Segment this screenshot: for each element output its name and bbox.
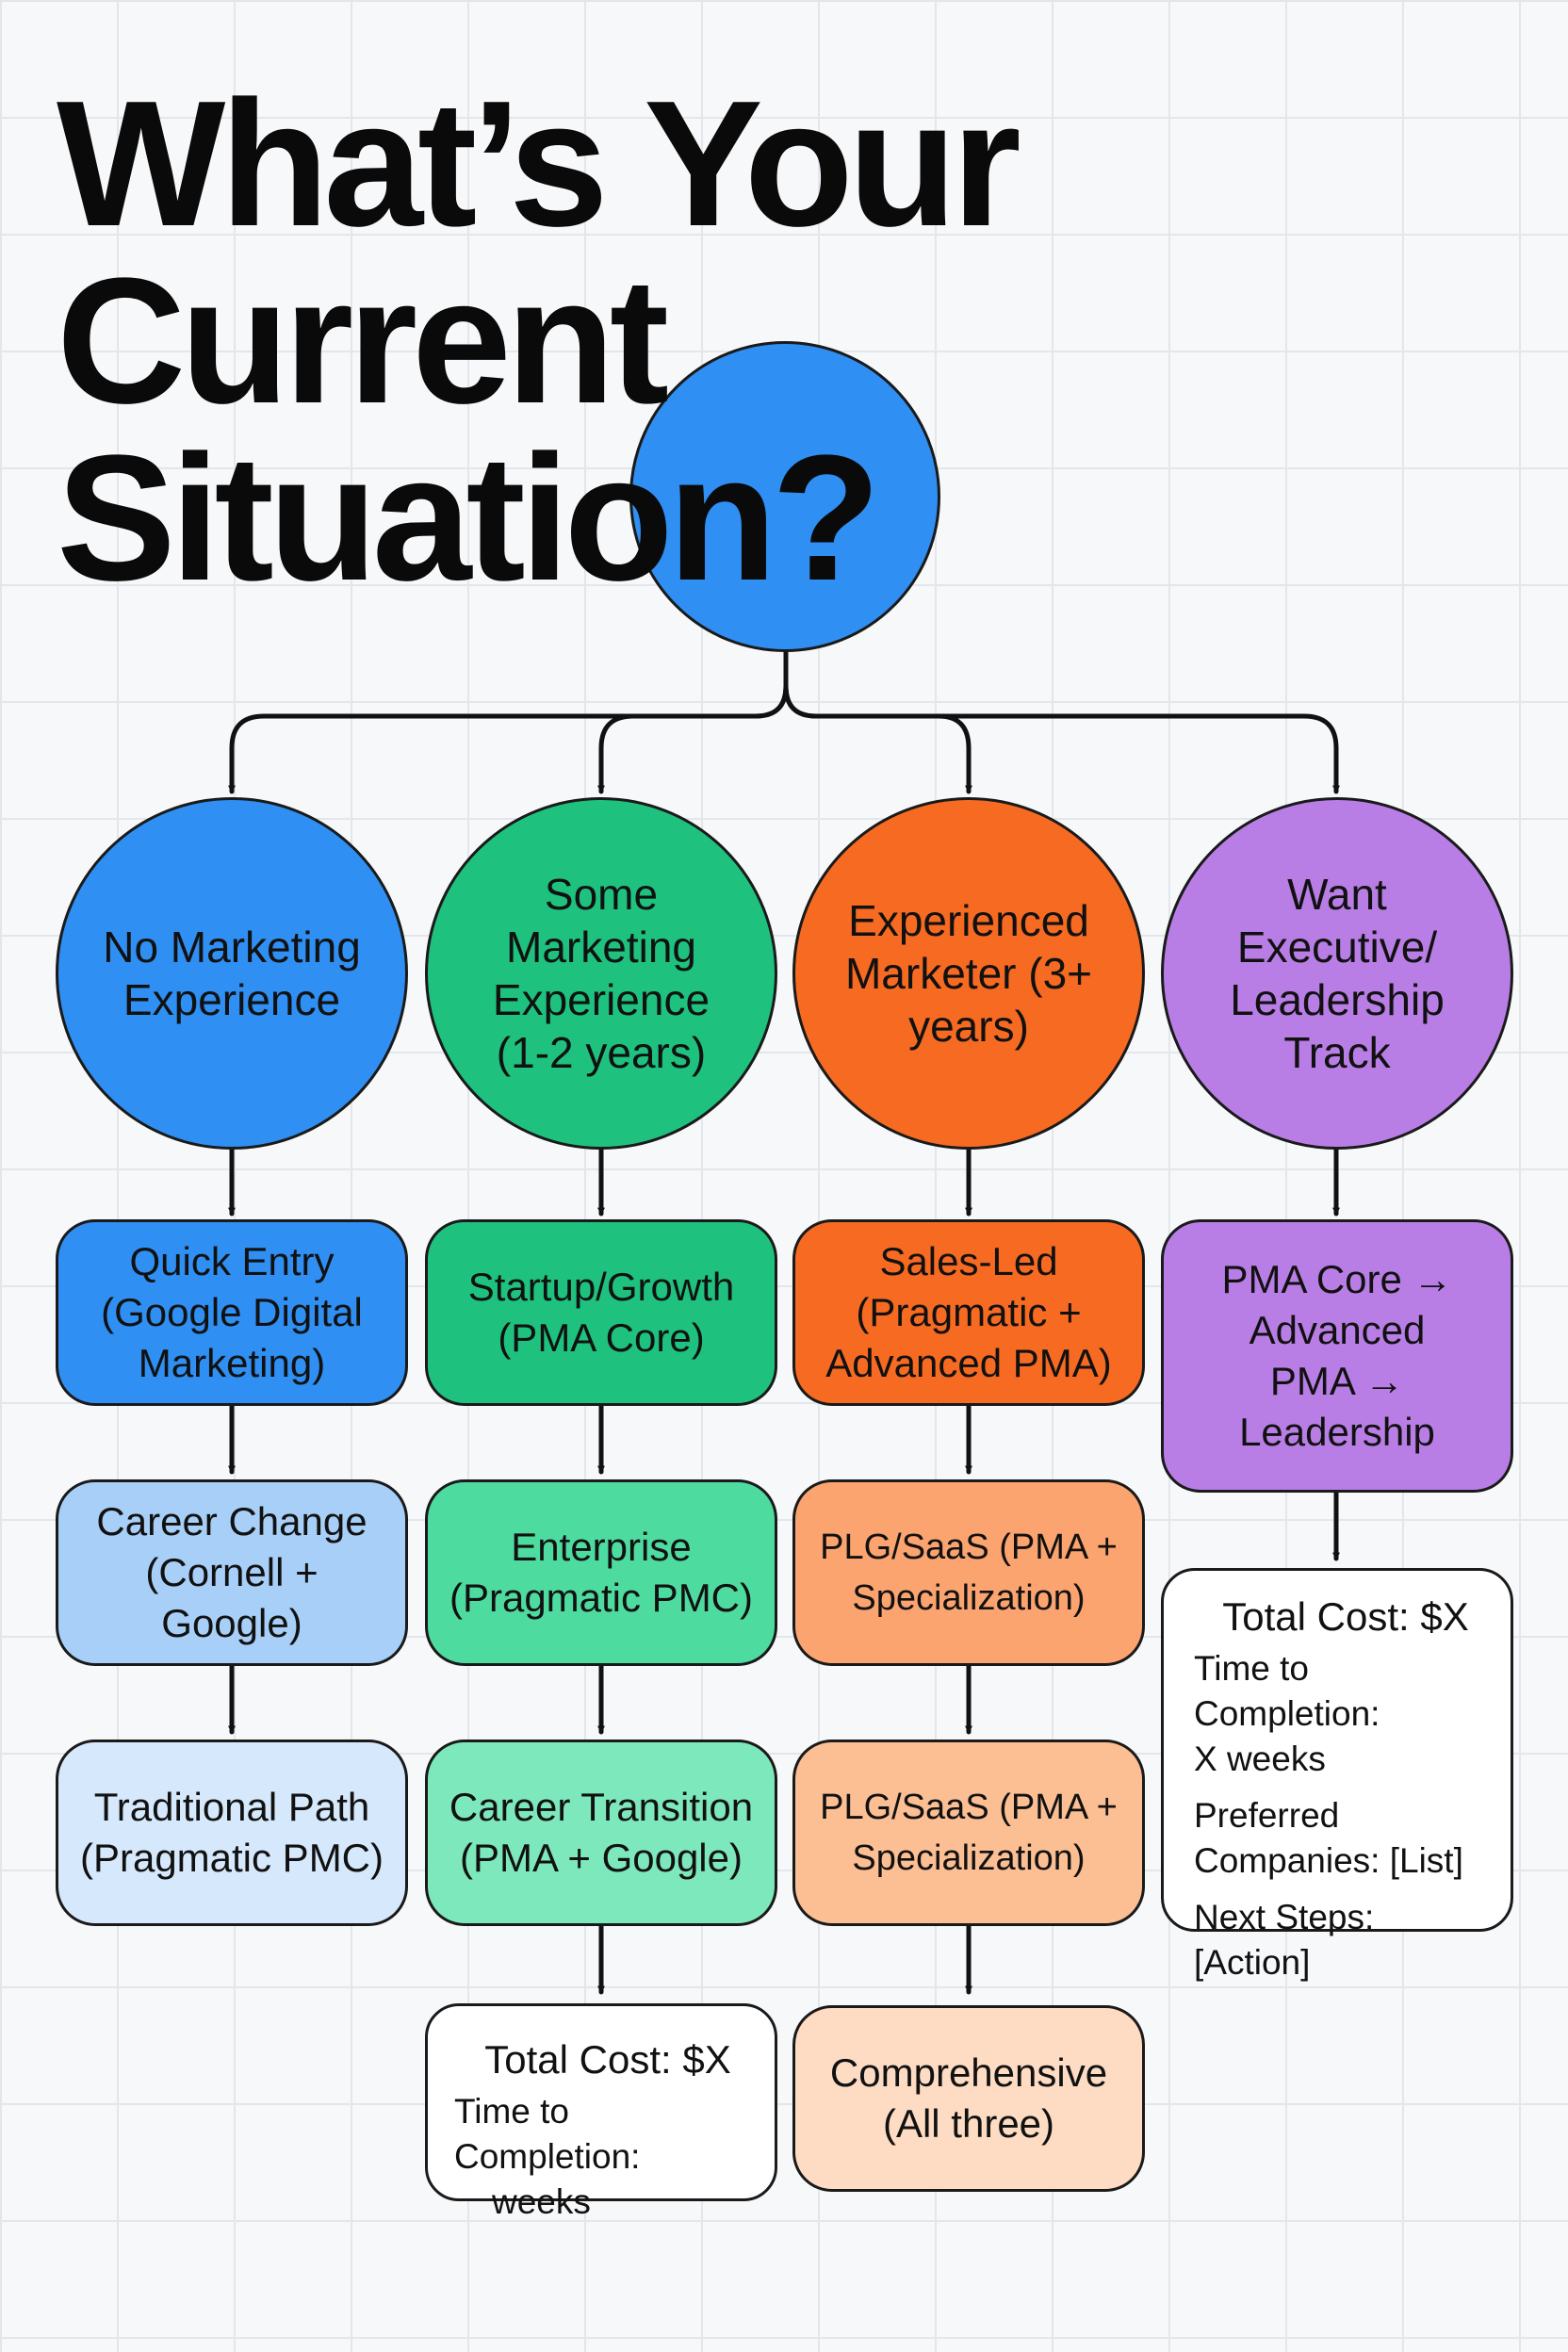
path-box-career-transition: Career Transition (PMA + Google) bbox=[425, 1740, 777, 1926]
branch-connector-4 bbox=[783, 683, 1340, 794]
branch-connector-3 bbox=[783, 683, 972, 794]
summary-title: Total Cost: $X bbox=[1222, 1594, 1469, 1639]
summary-title: Total Cost: $X bbox=[484, 2037, 731, 2082]
summary-line: X weeks bbox=[1194, 1740, 1326, 1778]
summary-line: Preferred bbox=[1194, 1796, 1340, 1835]
path-box-plg-saas-2: PLG/SaaS (PMA + Specialization) bbox=[792, 1740, 1145, 1926]
path-label: Career Transition (PMA + Google) bbox=[449, 1785, 754, 1880]
path-label: Enterprise (Pragmatic PMC) bbox=[449, 1525, 754, 1620]
circle-label: Want Executive/ Leadership Track bbox=[1230, 870, 1445, 1077]
summary-line: Time to Completion: bbox=[454, 2092, 641, 2176]
page-title: What’s Your Current Situation? bbox=[57, 64, 1021, 618]
circle-some-experience: Some Marketing Experience (1-2 years) bbox=[425, 797, 777, 1150]
path-label: Sales-Led (Pragmatic + Advanced PMA) bbox=[825, 1239, 1112, 1385]
branch-connector-2 bbox=[597, 683, 789, 794]
summary-line: Next Steps: [Action] bbox=[1194, 1898, 1375, 1982]
circle-executive-track: Want Executive/ Leadership Track bbox=[1161, 797, 1513, 1150]
path-box-traditional-path: Traditional Path (Pragmatic PMC) bbox=[56, 1740, 408, 1926]
path-box-enterprise: Enterprise (Pragmatic PMC) bbox=[425, 1479, 777, 1666]
circle-experienced-marketer: Experienced Marketer (3+ years) bbox=[792, 797, 1145, 1150]
branch-connector-1 bbox=[228, 683, 789, 794]
circle-label: Some Marketing Experience (1-2 years) bbox=[492, 870, 710, 1077]
path-label: Career Change (Cornell + Google) bbox=[96, 1499, 368, 1645]
title-line-2: Current bbox=[57, 241, 669, 441]
path-box-leadership-track: PMA Core → Advanced PMA → Leadership bbox=[1161, 1219, 1513, 1493]
path-label: Comprehensive (All three) bbox=[829, 2050, 1108, 2146]
summary-line: Companies: [List] bbox=[1194, 1841, 1463, 1880]
circle-no-experience: No Marketing Experience bbox=[56, 797, 408, 1150]
circle-label: Experienced Marketer (3+ years) bbox=[844, 896, 1093, 1051]
path-label: PMA Core → Advanced PMA → Leadership bbox=[1221, 1257, 1453, 1454]
path-box-comprehensive: Comprehensive (All three) bbox=[792, 2005, 1145, 2192]
path-label: Startup/Growth (PMA Core) bbox=[467, 1265, 735, 1360]
path-label: PLG/SaaS (PMA + Specialization) bbox=[820, 1788, 1118, 1878]
path-label: Quick Entry (Google Digital Marketing) bbox=[101, 1239, 363, 1385]
path-box-quick-entry: Quick Entry (Google Digital Marketing) bbox=[56, 1219, 408, 1406]
summary-card-executive: Total Cost: $X Time to Completion: X wee… bbox=[1161, 1568, 1513, 1982]
summary-line: weeks bbox=[492, 2182, 591, 2221]
path-label: Traditional Path (Pragmatic PMC) bbox=[79, 1785, 384, 1880]
path-label: PLG/SaaS (PMA + Specialization) bbox=[820, 1527, 1118, 1618]
path-box-sales-led: Sales-Led (Pragmatic + Advanced PMA) bbox=[792, 1219, 1145, 1406]
title-line-3: Situation? bbox=[57, 418, 881, 618]
circle-label: No Marketing Experience bbox=[103, 923, 361, 1024]
summary-line: Time to Completion: bbox=[1194, 1649, 1380, 1733]
title-line-1: What’s Your bbox=[57, 64, 1021, 264]
summary-card-some-experience: Total Cost: $X Time to Completion: weeks bbox=[425, 2003, 777, 2221]
path-box-plg-saas: PLG/SaaS (PMA + Specialization) bbox=[792, 1479, 1145, 1666]
path-box-startup-growth: Startup/Growth (PMA Core) bbox=[425, 1219, 777, 1406]
root-question-circle bbox=[629, 341, 940, 652]
path-box-career-change: Career Change (Cornell + Google) bbox=[56, 1479, 408, 1666]
